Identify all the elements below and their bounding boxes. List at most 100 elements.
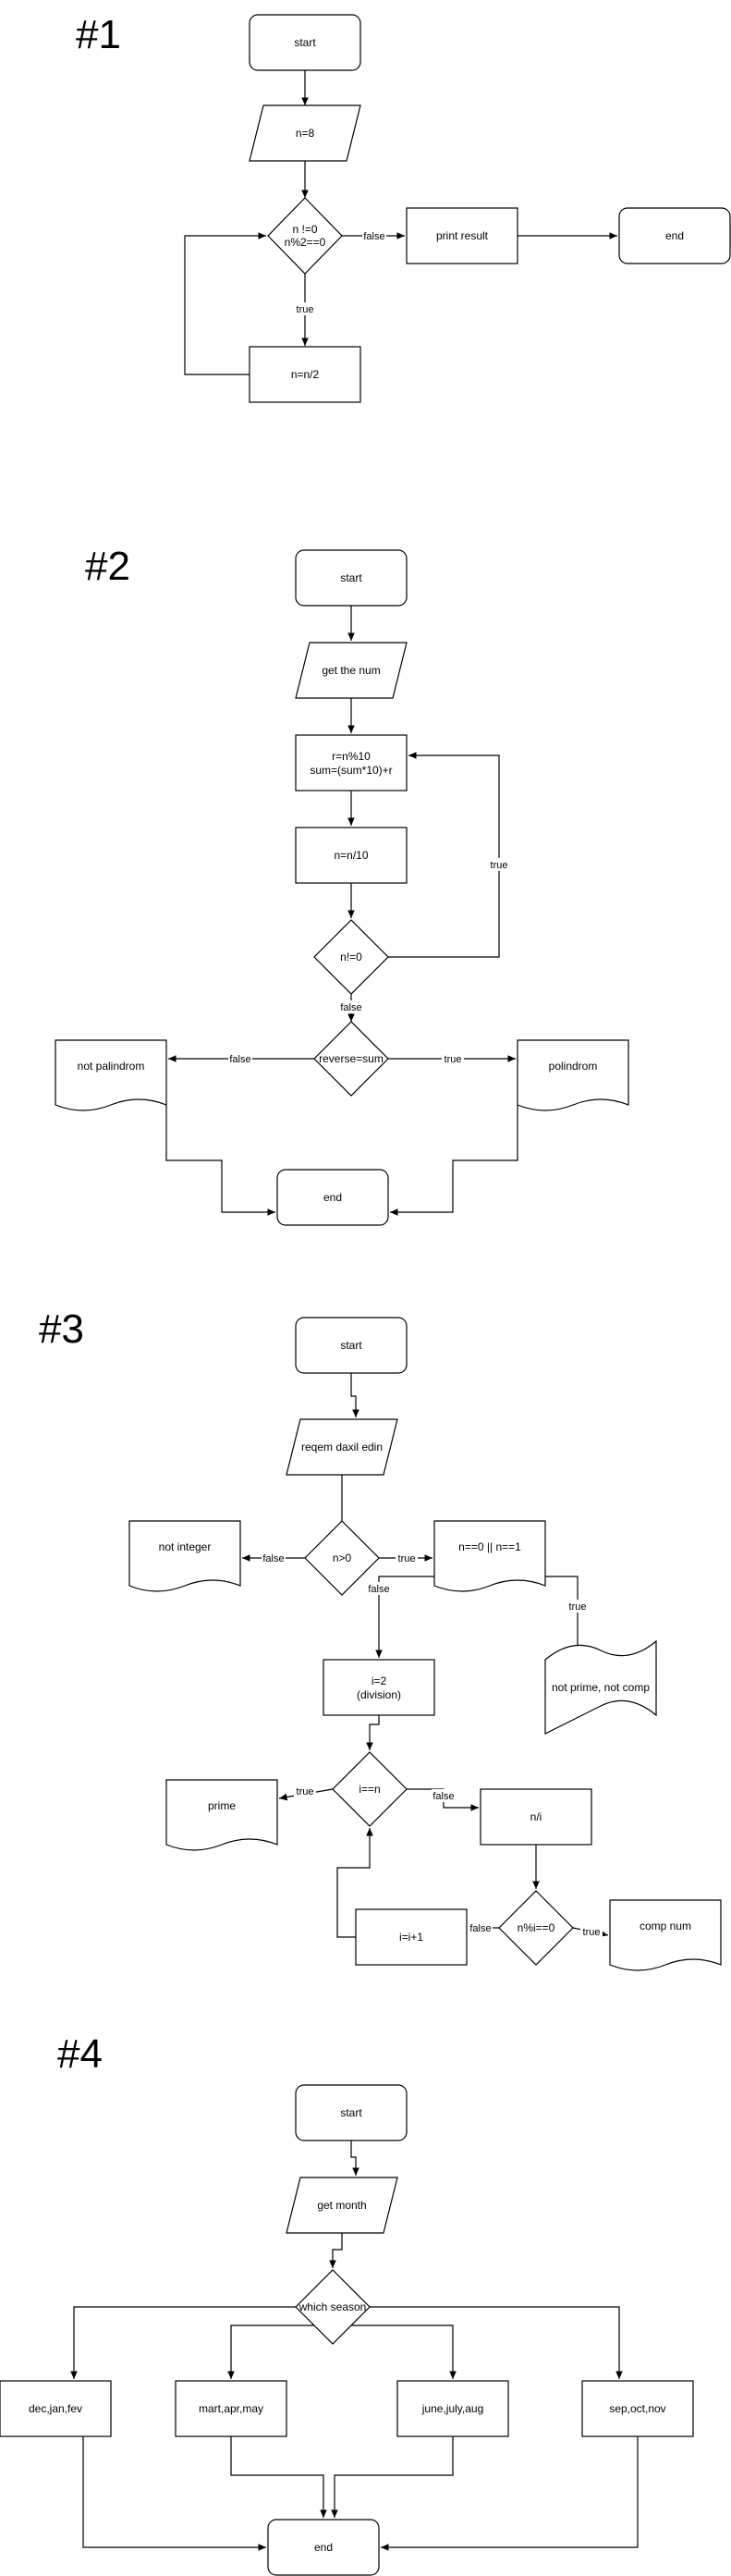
prime-label: prime [208,1799,236,1812]
input-label: get month [317,2199,366,2212]
summer-label: june,july,aug [421,2402,484,2415]
edge-winter-to-end [82,2436,266,2551]
not-prime-label: not prime, not comp [552,1681,650,1694]
edge-cond-to-autumn [370,2306,623,2379]
flowchart-3-heading: #3 [39,1306,84,1352]
label-false-ni: false [433,1791,454,1802]
not-palindrome-document-node [55,1039,167,1111]
comp-num-document-node [609,1899,722,1971]
edge-autumn-to-end [381,2436,639,2551]
label-true: true [297,304,314,315]
start-label: start [340,2106,362,2119]
divide-label: n=n/10 [334,849,368,862]
init-label-line-2: (division) [357,1688,401,1701]
input-node [295,642,408,699]
season-decision-label: which season [298,2300,367,2313]
increment-node [355,1908,468,1966]
input-label: n=8 [296,127,315,140]
input-node [286,2177,398,2234]
edge-spring-to-end [230,2436,327,2518]
init-label-line-1: i=2 [372,1674,387,1687]
edge-init-to-loop [366,1715,380,1750]
end-node [267,2519,380,2576]
divide-node [295,827,408,884]
print-result-label: print result [436,229,489,242]
spring-label: mart,apr,may [199,2402,263,2415]
edge-start-to-input [350,2141,359,2176]
start-node [295,2084,408,2141]
not-prime-tape-node [544,1639,657,1735]
season-decision-node [295,2269,371,2345]
edge-summer-to-end [331,2436,454,2518]
decision-node [267,197,343,275]
flowchart-1-heading: #1 [76,12,121,57]
flowchart-3: #3 false true false true true false fals… [39,1306,722,1971]
input-label: reqem daxil edin [301,1441,383,1454]
start-label: start [340,571,362,584]
summer-node [396,2380,509,2437]
decision-node [304,1520,380,1596]
palindrome-label: polindrom [549,1060,598,1073]
not-integer-document-node [128,1520,241,1592]
input-node [249,104,361,162]
loop-decision-label: i==n [359,1783,380,1796]
end-label: end [314,2541,333,2554]
label-false: false [340,1002,361,1013]
edge-input-to-cond [329,2233,343,2268]
not-palindrome-label: not palindrom [78,1060,145,1073]
start-node [249,14,361,71]
flowchart-2-heading: #2 [85,544,130,589]
decision-node [313,919,389,995]
winter-label: dec,jan,fev [29,2402,82,2415]
zero-or-one-check-node [433,1520,546,1592]
zero-or-one-check-label: n==0 || n==1 [458,1540,521,1553]
check-decision-label: reverse=sum [319,1052,384,1065]
edge-check-true [545,1576,581,1675]
ni-node [480,1788,592,1846]
label-false-mod: false [469,1923,491,1934]
not-integer-label: not integer [159,1540,212,1553]
end-label: end [665,229,684,242]
start-node [295,1317,408,1374]
label-false-left: false [229,1054,250,1065]
flowchart-2: #2 true false false true start get the n… [55,544,629,1226]
print-result-node [406,207,518,264]
label-false-left: false [262,1553,284,1564]
end-node [276,1169,389,1226]
edge-cond-true-loop [388,752,500,958]
label-false-down: false [368,1584,389,1595]
start-label: start [340,1339,362,1352]
calc-label-line-2: sum=(sum*10)+r [310,764,392,777]
start-node [295,549,408,607]
label-false: false [363,231,384,242]
edge-cond-to-spring [227,2325,314,2379]
decision-label: n>0 [333,1552,352,1564]
edge-cond-to-summer [351,2325,457,2379]
mod-decision-node [498,1890,574,1966]
decision-label: n!=0 [340,951,362,963]
label-true-down: true [569,1601,587,1613]
calc-node [295,734,408,791]
ni-label: n/i [530,1810,542,1823]
autumn-label: sep,oct,nov [609,2402,665,2415]
autumn-node [581,2380,694,2437]
flowchart-1: #1 false true start n=8 n !=0 n%2==0 pri… [76,12,731,403]
palindrome-document-node [517,1039,629,1111]
comp-num-label: comp num [640,1920,691,1932]
spring-node [175,2380,287,2437]
divide-label: n=n/2 [291,368,320,381]
calc-label-line-1: r=n%10 [332,750,371,763]
prime-document-node [165,1779,278,1851]
increment-label: i=i+1 [399,1931,423,1944]
label-true-right: true [445,1054,462,1065]
start-label: start [294,36,316,49]
label-true: true [491,860,508,871]
end-node [618,207,731,264]
label-true-prime: true [297,1786,314,1797]
label-true-mod: true [583,1927,601,1938]
loop-decision-node [332,1751,408,1827]
edge-start-to-input [350,1373,359,1417]
init-node [323,1659,435,1716]
edge-incr-loop-back [336,1828,373,1938]
